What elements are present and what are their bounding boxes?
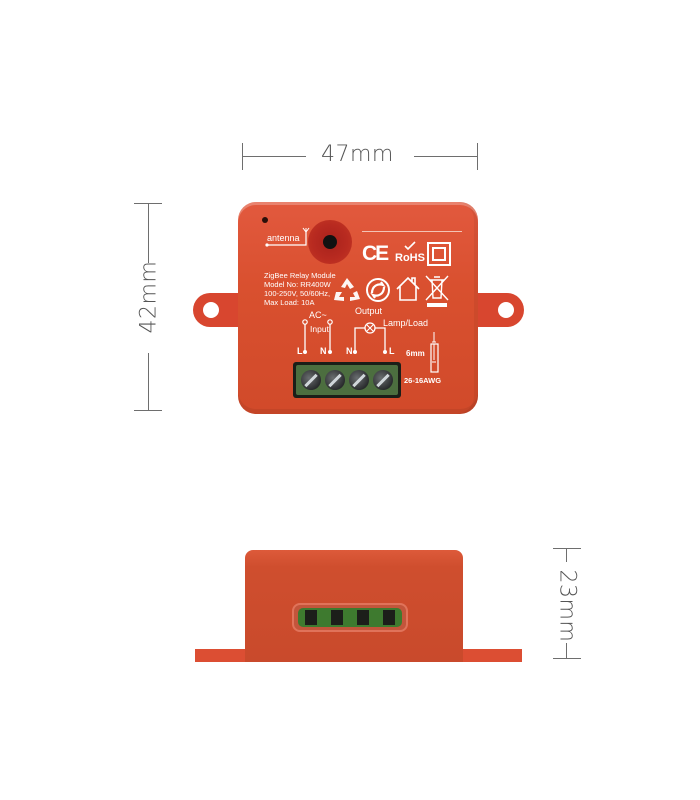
- strip-length-label: 6mm: [406, 349, 425, 358]
- antenna-label: antenna: [267, 233, 300, 243]
- right-mounting-tab: [474, 293, 524, 327]
- height-dim-top-line: [148, 203, 149, 263]
- weee-bin-icon: [425, 275, 449, 307]
- antenna-icon: [265, 227, 310, 247]
- side-left-tab: [195, 649, 250, 662]
- side-right-tab: [458, 649, 522, 662]
- right-mounting-hole: [498, 302, 514, 318]
- depth-dim-bottom-line: [566, 643, 567, 659]
- indoor-use-icon: [396, 276, 420, 301]
- left-mounting-tab: [193, 293, 243, 327]
- wire-strip-icon: [430, 332, 439, 373]
- rohs-mark: RoHS: [395, 252, 425, 264]
- width-dim-left-line: [242, 156, 306, 157]
- max-load: Max Load: 10A: [264, 298, 315, 307]
- wiring-diagram: [302, 319, 387, 354]
- terminal-screw-3[interactable]: [349, 370, 369, 390]
- height-dim-bottom-line: [148, 353, 149, 411]
- double-insulation-icon: [427, 242, 451, 266]
- load-label: Lamp/Load: [383, 318, 429, 328]
- rohs-check-icon: [404, 241, 416, 251]
- terminal-screw-4[interactable]: [373, 370, 393, 390]
- output-label: Output: [355, 306, 383, 316]
- width-dim-right-tick: [477, 143, 478, 170]
- wire-entry-4: [383, 610, 395, 625]
- height-dim-bottom-tick: [134, 410, 162, 411]
- pairing-button-center: [323, 235, 337, 249]
- wire-entry-1: [305, 610, 317, 625]
- ac-label: AC~: [309, 310, 327, 320]
- pairing-button[interactable]: [308, 220, 352, 264]
- depth-dim-bottom-tick: [553, 658, 581, 659]
- ce-mark: CE: [362, 242, 389, 265]
- terminal-screw-2[interactable]: [325, 370, 345, 390]
- voltage-rating: 100-250V, 50/60Hz,: [264, 289, 331, 298]
- input-label: Input: [310, 324, 329, 334]
- terminal-wire-slot: [292, 603, 408, 632]
- height-dim-label: 42mm: [136, 260, 162, 334]
- terminal-label-4: L: [389, 346, 395, 356]
- product-name: ZigBee Relay Module: [264, 271, 336, 280]
- wire-entry-2: [331, 610, 343, 625]
- recycle-icon: [334, 278, 360, 301]
- terminal-label-2: N: [320, 346, 327, 356]
- green-dot-icon: [366, 278, 390, 302]
- wire-gauge-label: 26-16AWG: [404, 376, 442, 385]
- status-led: [262, 217, 268, 223]
- depth-dim-top-line: [566, 548, 567, 562]
- relay-body: antenna CE RoHS ZigBee Relay Module Mode…: [238, 202, 478, 414]
- width-dim-right-line: [414, 156, 478, 157]
- model-number: Model No: RR400W: [264, 280, 331, 289]
- terminal-block: [293, 362, 401, 398]
- left-mounting-hole: [203, 302, 219, 318]
- depth-dim-top-tick: [553, 548, 581, 549]
- terminal-label-1: L: [297, 346, 303, 356]
- wire-entry-3: [357, 610, 369, 625]
- depth-dim-label: 23mm: [554, 569, 580, 643]
- terminal-screw-1[interactable]: [301, 370, 321, 390]
- label-divider: [362, 231, 462, 232]
- width-dim-label: 47mm: [321, 142, 394, 167]
- terminal-label-3: N: [346, 346, 353, 356]
